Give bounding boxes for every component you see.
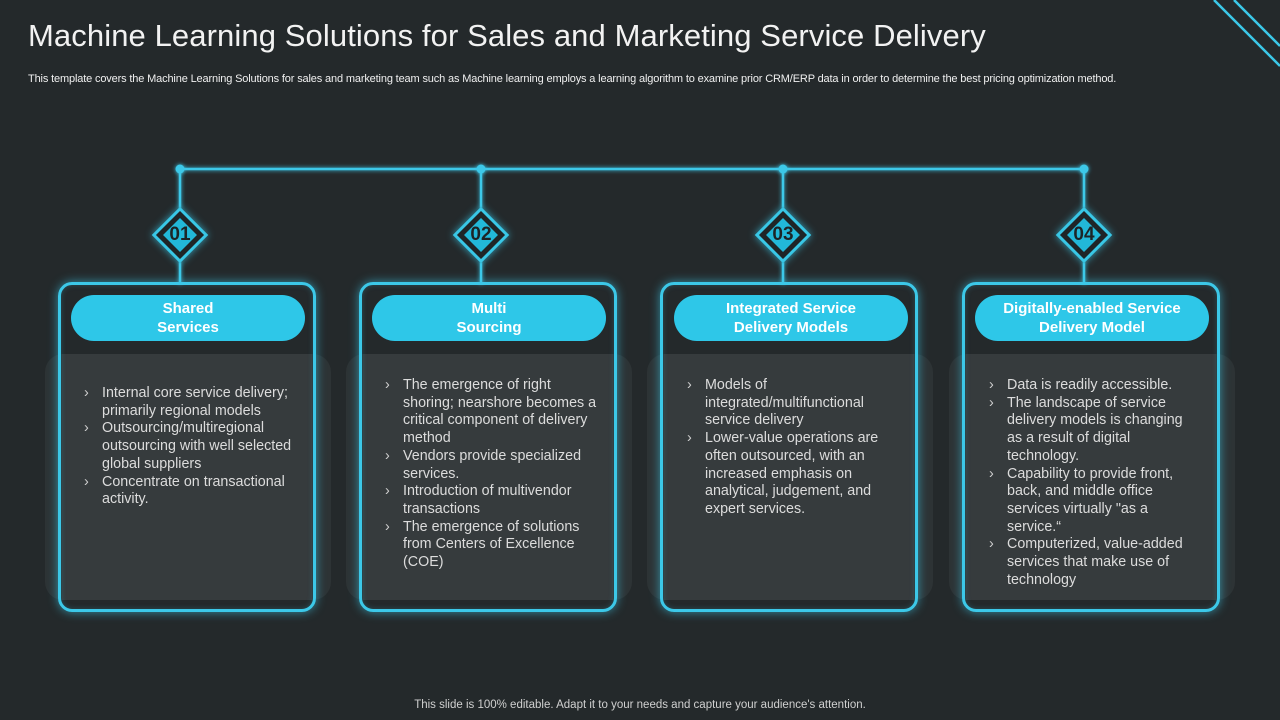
card-heading-pill: Multi Sourcing (372, 295, 606, 341)
list-item: Lower-value operations are often outsour… (685, 430, 897, 519)
list-item: Models of integrated/multifunctional ser… (685, 377, 897, 430)
list-item: Data is readily accessible. (987, 377, 1195, 395)
step-number: 04 (1073, 224, 1095, 245)
card-heading-pill: Shared Services (71, 295, 305, 341)
card-bullet-list: Internal core service delivery; primaril… (82, 385, 300, 509)
list-item: Introduction of multivendor transactions (383, 483, 601, 518)
page-title: Machine Learning Solutions for Sales and… (28, 18, 986, 53)
card-heading-pill: Integrated Service Delivery Models (674, 295, 908, 341)
step-number: 02 (470, 224, 492, 245)
corner-decoration (1213, 0, 1280, 67)
page-subtitle: This template covers the Machine Learnin… (28, 73, 1117, 85)
step-marker-02: 02 (449, 203, 513, 267)
card-bullet-list: Models of integrated/multifunctional ser… (685, 377, 897, 519)
card-heading-pill: Digitally-enabled Service Delivery Model (975, 295, 1209, 341)
card-bullet-list: Data is readily accessible. The landscap… (987, 377, 1195, 589)
list-item: Vendors provide specialized services. (383, 448, 601, 483)
list-item: Internal core service delivery; primaril… (82, 385, 300, 420)
card-step-02 (359, 282, 617, 612)
step-marker-01: 01 (148, 203, 212, 267)
list-item: The emergence of solutions from Centers … (383, 519, 601, 572)
list-item: Outsourcing/multiregional outsourcing wi… (82, 420, 300, 473)
list-item: Computerized, value-added services that … (987, 536, 1195, 589)
list-item: The landscape of service delivery models… (987, 395, 1195, 466)
card-bullet-list: The emergence of right shoring; nearshor… (383, 377, 601, 572)
step-marker-03: 03 (751, 203, 815, 267)
card-step-03 (660, 282, 918, 612)
list-item: The emergence of right shoring; nearshor… (383, 377, 601, 448)
list-item: Capability to provide front, back, and m… (987, 466, 1195, 537)
step-number: 01 (169, 224, 191, 245)
footer-note: This slide is 100% editable. Adapt it to… (414, 699, 866, 711)
card-step-01 (58, 282, 316, 612)
step-marker-04: 04 (1052, 203, 1116, 267)
step-number: 03 (772, 224, 794, 245)
card-step-04 (962, 282, 1220, 612)
list-item: Concentrate on transactional activity. (82, 474, 300, 509)
